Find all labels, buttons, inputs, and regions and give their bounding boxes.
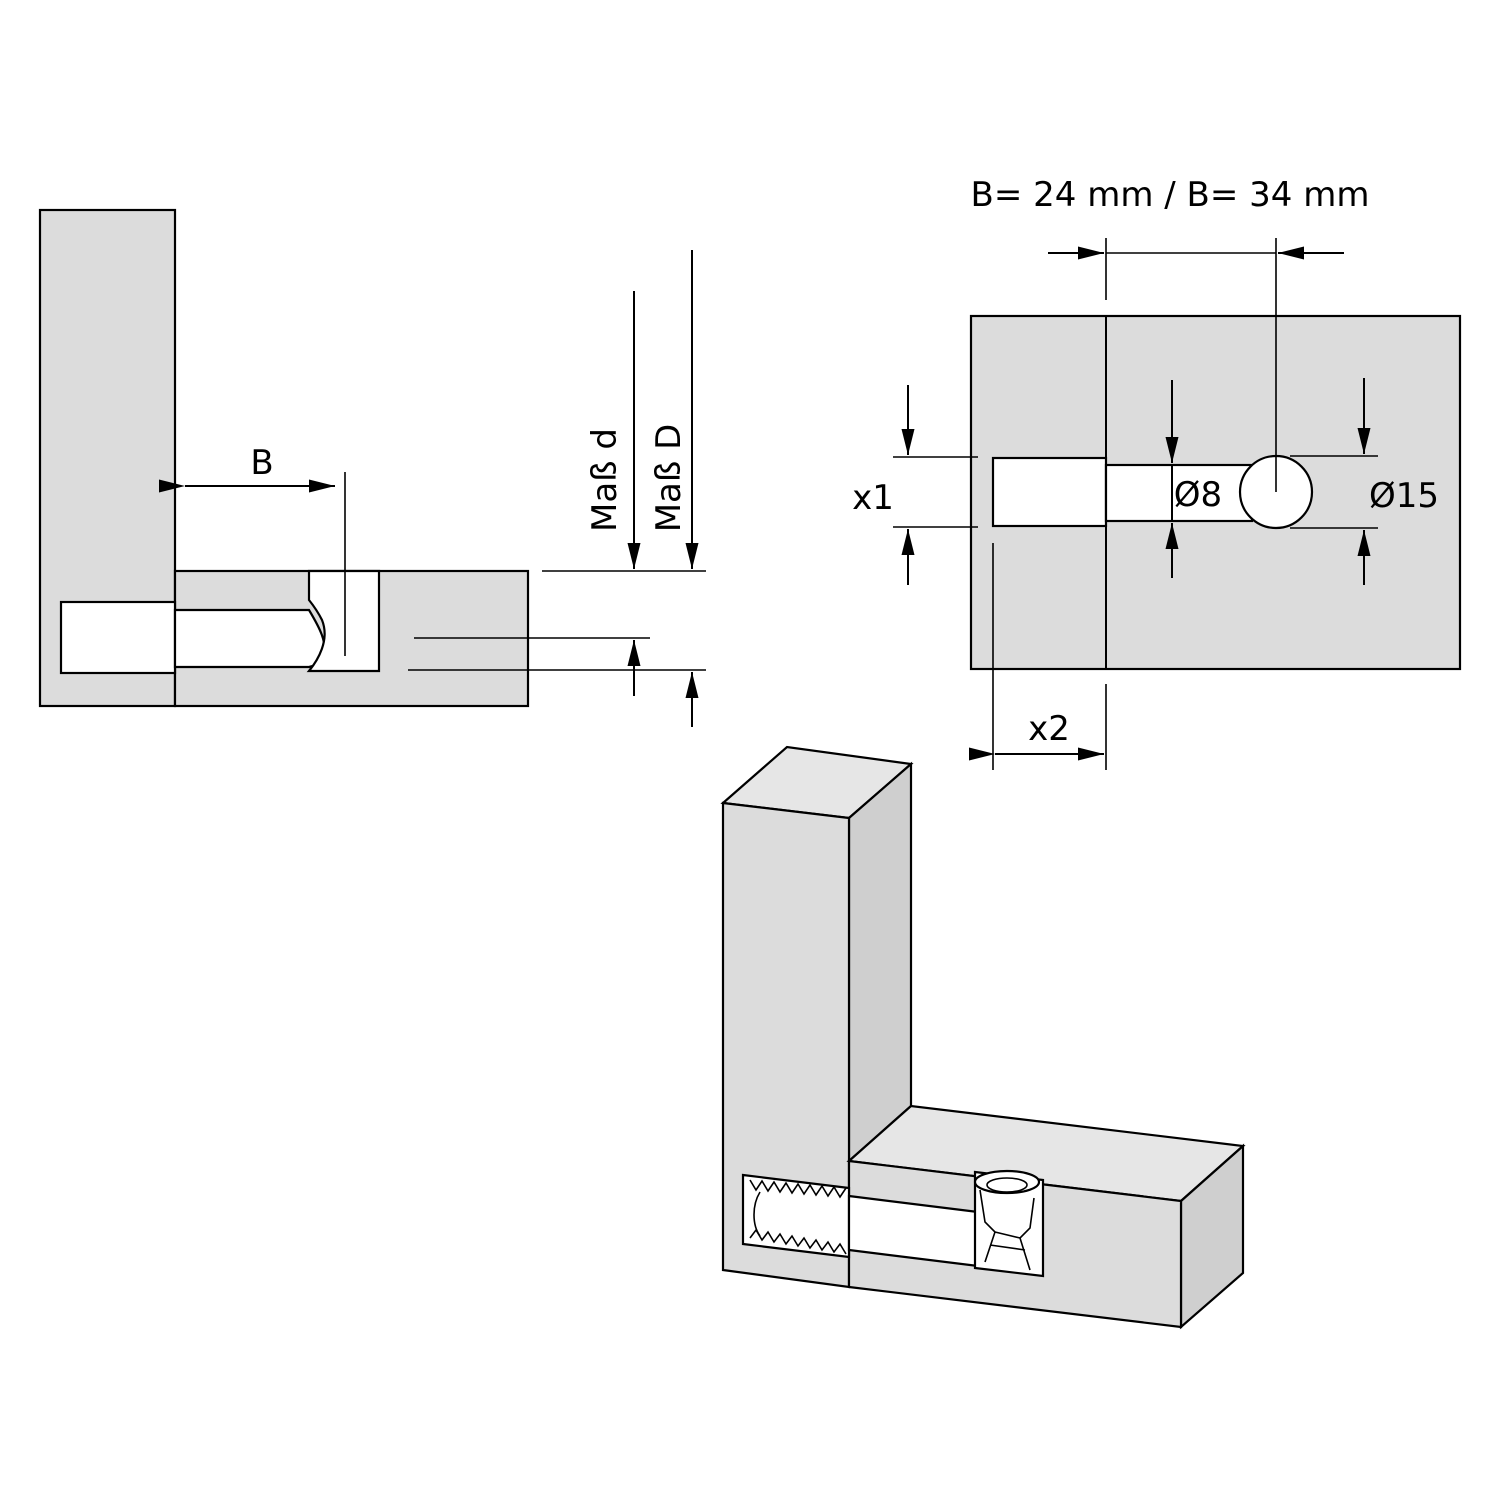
- b-label: B: [250, 443, 273, 483]
- cam-head: [973, 1169, 1041, 1195]
- sleeve-bore: [59, 600, 177, 675]
- bolt-channel: [173, 608, 326, 669]
- d15-label: Ø15: [1369, 476, 1439, 516]
- top-view: B= 24 mm / B= 34 mm x1 Ø8 Ø15 x2: [852, 175, 1462, 770]
- sleeve-thread-top: [749, 1179, 847, 1199]
- sleeve-cutaway: [741, 1173, 851, 1259]
- post-side-face: [847, 761, 913, 1164]
- b-widths-label: B= 24 mm / B= 34 mm: [971, 175, 1370, 215]
- x2-label: x2: [1028, 709, 1070, 749]
- cam-bore: [306, 569, 381, 673]
- sleeve-thread-bottom: [749, 1228, 847, 1255]
- d8-label: Ø8: [1174, 475, 1222, 515]
- mass-d-label: Maß d: [585, 428, 625, 532]
- cam-body: [979, 1189, 1035, 1271]
- isometric-view: [720, 745, 1246, 1330]
- mass-D-label: Maß D: [649, 424, 689, 533]
- section-view: B Maß d Maß D: [38, 208, 706, 727]
- sleeve-bore-top: [991, 456, 1108, 528]
- x1-label: x1: [852, 478, 894, 518]
